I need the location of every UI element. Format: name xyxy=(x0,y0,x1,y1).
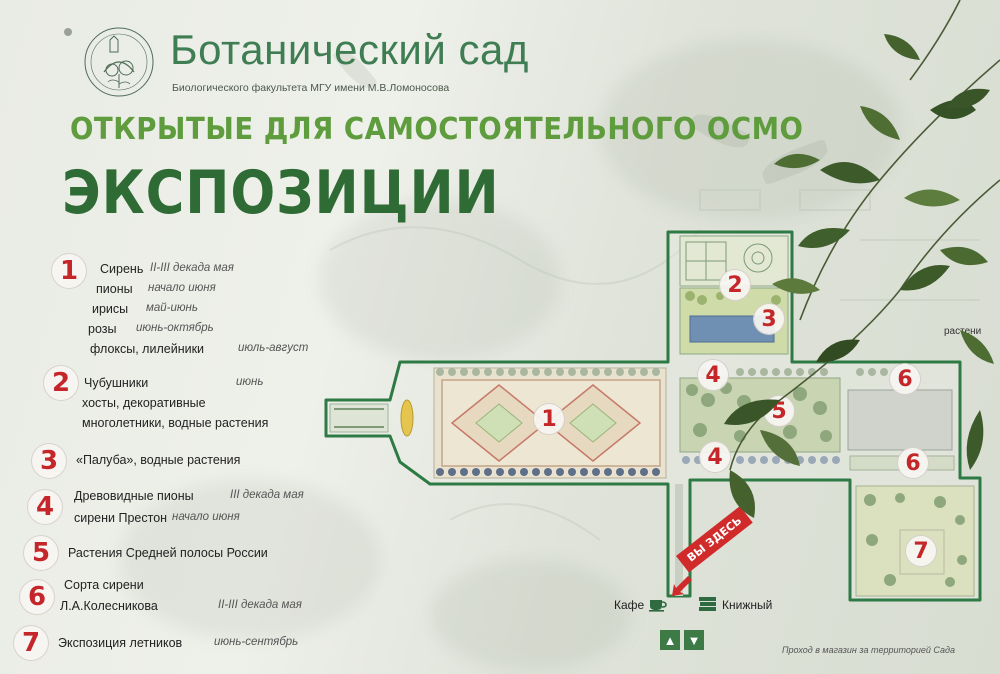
cafe-label: Кафе xyxy=(614,598,645,612)
legend-number-6: 6 xyxy=(20,580,54,614)
legend-1-period: начало июня xyxy=(148,282,216,294)
legend-7-period: июнь-сентябрь xyxy=(214,636,299,648)
legend-2-period: июнь xyxy=(236,376,264,388)
legend-6-item: Сорта сирени xyxy=(64,578,144,592)
arrow-down-icon: ▼ xyxy=(684,630,704,650)
legend-1-period: июль-август xyxy=(238,342,309,354)
legend-number-7: 7 xyxy=(14,626,48,660)
garden-title: Ботанический сад xyxy=(170,26,529,73)
garden-subtitle: Биологического факультета МГУ имени М.В.… xyxy=(172,82,450,94)
bookshop-label: Книжный xyxy=(722,598,773,612)
shadow-patch xyxy=(320,200,560,360)
legend-6-period: II-III декада мая xyxy=(218,599,302,611)
legend-4-item: сирени Престон xyxy=(74,511,168,525)
legend-1-period: II-III декада мая xyxy=(150,262,234,274)
arrow-up-icon: ▲ xyxy=(660,630,680,650)
zone-6-lilac-area xyxy=(847,389,953,451)
map-marker-6-top: 6 xyxy=(890,364,920,394)
legend-1-period: май-июнь xyxy=(146,302,198,314)
headline-expositions: ЭКСПОЗИЦИИ xyxy=(62,158,500,228)
legend-1-item: пионы xyxy=(96,282,133,296)
map-marker-4-top: 4 xyxy=(698,360,728,390)
legend-number-1: 1 xyxy=(52,254,86,288)
flower-row-blue xyxy=(436,468,660,476)
book-stack-icon xyxy=(699,597,716,611)
legend-1-period: июнь-октябрь xyxy=(136,322,214,334)
botanical-garden-logo-icon xyxy=(84,27,154,97)
map-marker-2: 2 xyxy=(720,270,750,300)
legend-7-item: Экспозиция летников xyxy=(58,636,183,650)
legend-number-2: 2 xyxy=(44,366,78,400)
legend-number-5: 5 xyxy=(24,536,58,570)
map-marker-1: 1 xyxy=(534,404,564,434)
legend-6-item: Л.А.Колесникова xyxy=(60,599,158,613)
legend-2-item: многолетники, водные растения xyxy=(82,416,269,430)
flower-bed-yellow xyxy=(400,399,414,437)
legend-number-3: 3 xyxy=(32,444,66,478)
legend-5-item: Растения Средней полосы России xyxy=(68,546,268,560)
legend-4-item: Древовидные пионы xyxy=(74,489,194,503)
legend-1-item: розы xyxy=(88,322,117,336)
legend-number-4: 4 xyxy=(28,490,62,524)
legend-1-item: ирисы xyxy=(92,302,129,316)
map-edge-label: растени xyxy=(944,326,982,337)
legend-2-item: Чубушники xyxy=(84,376,149,390)
map-marker-5: 5 xyxy=(764,396,794,426)
shadow-patch xyxy=(430,560,630,670)
legend-1-item: Сирень xyxy=(100,262,144,276)
you-are-here-arrow-icon xyxy=(672,576,692,596)
legend-2-item: хосты, декоративные xyxy=(82,396,206,410)
legend-3-item: «Палуба», водные растения xyxy=(76,453,241,467)
map-marker-7: 7 xyxy=(906,536,936,566)
map-marker-4-bottom: 4 xyxy=(700,442,730,472)
shop-passage-footnote: Проход в магазин за территорией Сада xyxy=(782,645,955,655)
hedges xyxy=(436,368,660,376)
map-marker-3: 3 xyxy=(754,304,784,334)
legend-4-period: III декада мая xyxy=(230,489,304,501)
legend-1-item: флоксы, лилейники xyxy=(90,342,205,356)
headline-open-for-self-visit: ОТКРЫТЫЕ ДЛЯ САМОСТОЯТЕЛЬНОГО ОСМО xyxy=(70,112,804,147)
mounting-screw xyxy=(64,28,72,36)
shadow-patch xyxy=(120,480,380,640)
map-marker-6-bottom: 6 xyxy=(898,448,928,478)
legend-4-period: начало июня xyxy=(172,511,240,523)
zone-5-central-russia xyxy=(679,377,841,453)
coffee-cup-icon xyxy=(649,600,667,612)
